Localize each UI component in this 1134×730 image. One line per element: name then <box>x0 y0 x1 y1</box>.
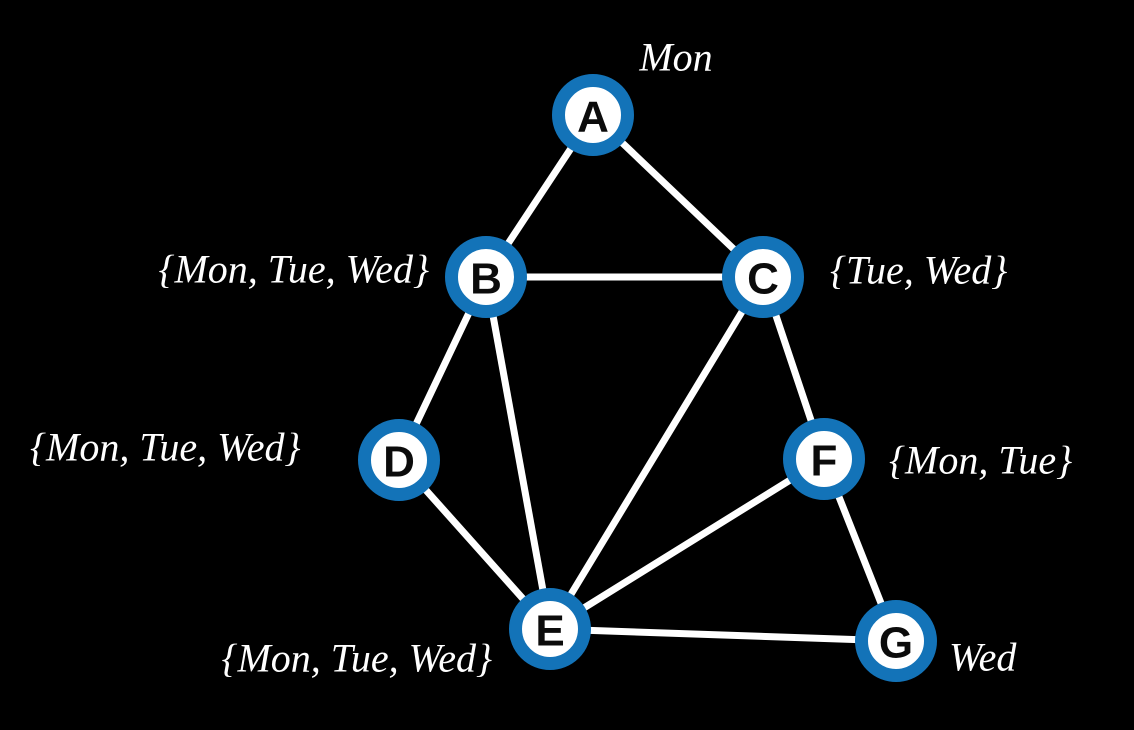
node-E-domain-label: {Mon, Tue, Wed} <box>221 636 492 681</box>
edges-layer <box>395 111 900 645</box>
node-G-letter: G <box>879 619 913 668</box>
node-A-domain-label: Mon <box>638 35 712 80</box>
node-C-domain-label: {Tue, Wed} <box>830 248 1007 293</box>
node-A: A <box>552 74 634 156</box>
node-G: G <box>855 600 937 682</box>
node-G-circle <box>855 600 937 682</box>
node-C-letter: C <box>747 255 779 304</box>
labels-layer: Mon {Mon, Tue, Wed} {Tue, Wed} {Mon, Tue, W… <box>30 35 1072 681</box>
node-D: D <box>358 419 440 501</box>
node-D-domain-label: {Mon, Tue, Wed} <box>30 425 301 470</box>
node-F-circle <box>783 418 865 500</box>
node-B-circle <box>445 236 527 318</box>
node-B-domain-label: {Mon, Tue, Wed} <box>158 247 429 292</box>
node-B: B <box>445 236 527 318</box>
node-C: C <box>722 236 804 318</box>
node-F-domain-label: {Mon, Tue} <box>889 438 1072 483</box>
edge-B-E <box>482 273 554 633</box>
nodes-layer: A B C D E F G <box>358 74 937 682</box>
edge-E-G <box>546 625 900 645</box>
node-F-letter: F <box>811 437 838 486</box>
node-B-letter: B <box>470 255 502 304</box>
node-C-circle <box>722 236 804 318</box>
node-E-letter: E <box>535 607 564 656</box>
node-F: F <box>783 418 865 500</box>
edge-C-E <box>546 273 767 633</box>
node-A-circle <box>552 74 634 156</box>
node-A-letter: A <box>577 93 609 142</box>
node-D-letter: D <box>383 438 415 487</box>
node-G-domain-label: Wed <box>949 635 1017 680</box>
edge-E-F <box>546 455 828 633</box>
node-E: E <box>509 588 591 670</box>
node-E-circle <box>509 588 591 670</box>
node-D-circle <box>358 419 440 501</box>
